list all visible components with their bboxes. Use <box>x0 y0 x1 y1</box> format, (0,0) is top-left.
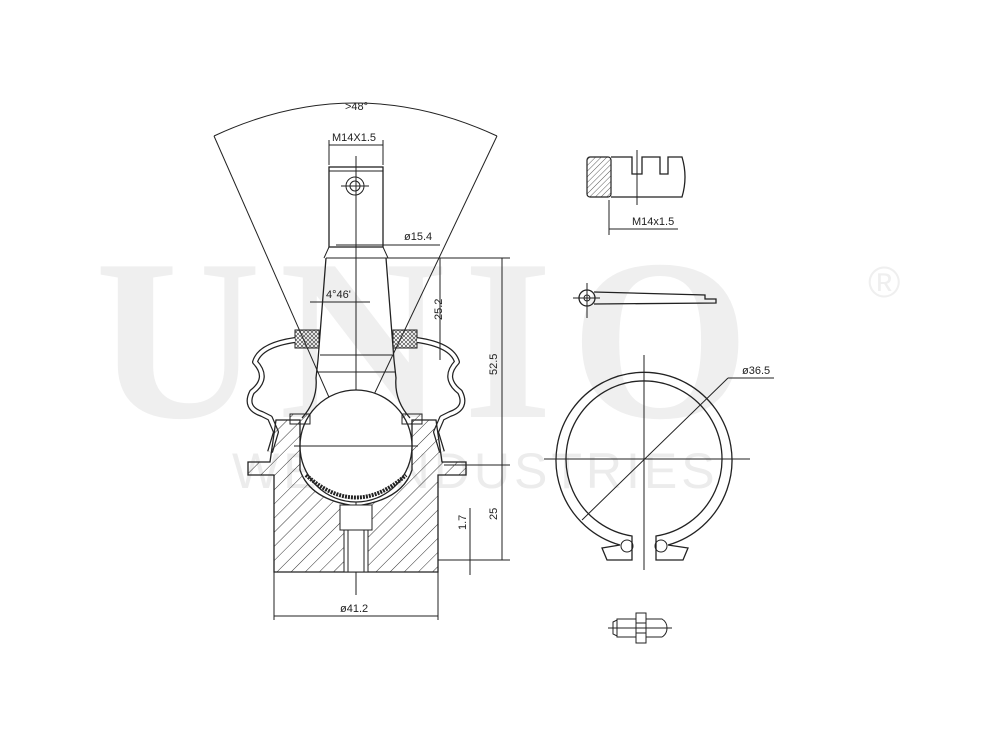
housing-diameter-label: ø41.2 <box>340 603 368 615</box>
taper-length-label: 25.2 <box>433 299 445 320</box>
castle-nut-view: M14x1.5 <box>586 150 686 235</box>
overall-height-label: 52.5 <box>488 354 500 375</box>
housing-height-label: 25 <box>488 508 500 520</box>
circlip-diameter-label: ø36.5 <box>742 365 770 377</box>
angle-label: >48° <box>345 101 368 113</box>
taper-angle-label: 4°46' <box>326 289 351 301</box>
groove-label: 1.7 <box>457 515 469 530</box>
cotter-pin-view <box>573 283 717 318</box>
watermark-registered-mark: ® <box>868 258 901 307</box>
thread-label: M14X1.5 <box>332 132 376 144</box>
circlip-view: ø36.5 <box>544 355 774 570</box>
stud-diameter-label: ø15.4 <box>404 231 432 243</box>
main-view-ball-joint: >48° M14X1.5 ø15.4 4°46' <box>213 101 510 620</box>
grease-fitting-view <box>608 612 672 644</box>
nut-thread-label: M14x1.5 <box>632 216 674 228</box>
